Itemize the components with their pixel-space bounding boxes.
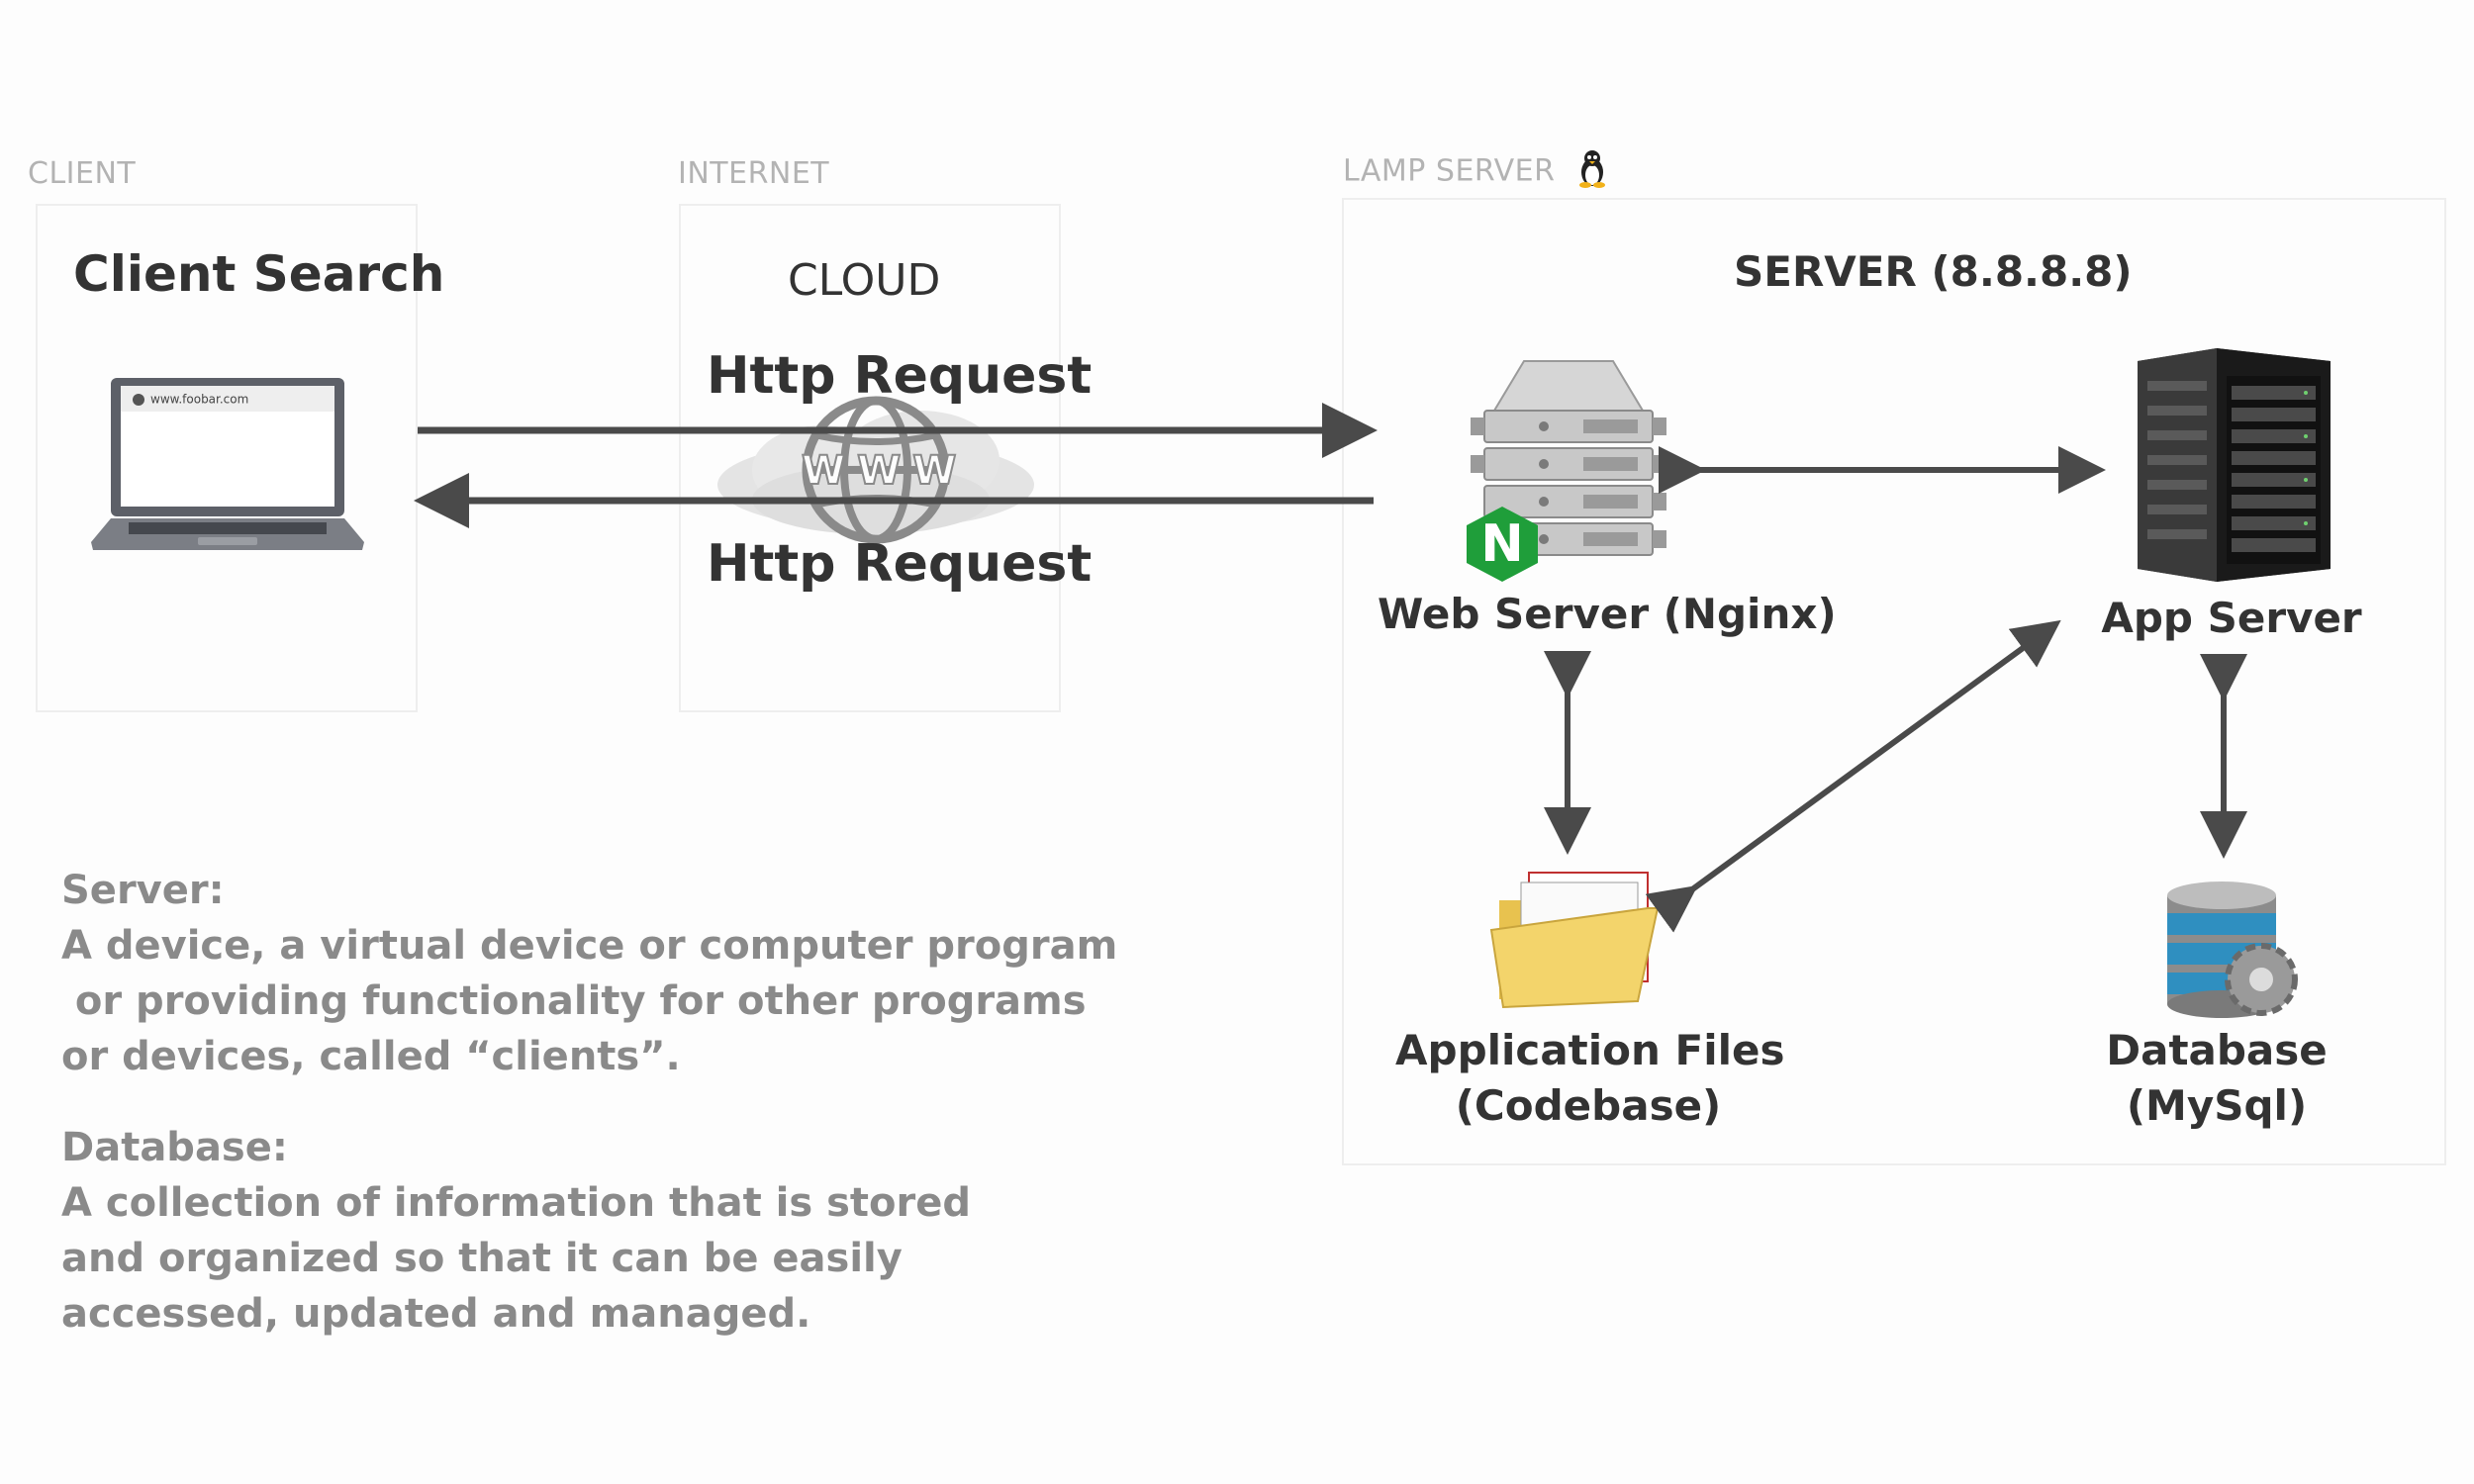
app-server-label: App Server <box>2101 594 2362 642</box>
browser-url-bar: www.foobar.com <box>133 392 331 410</box>
client-section-label: CLIENT <box>28 156 137 191</box>
server-description-title: Server: <box>61 868 225 913</box>
database-description-title: Database: <box>61 1125 288 1170</box>
server-description: Server: A device, a virtual device or co… <box>61 863 1117 1084</box>
server-description-line: or devices, called “clients”. <box>61 1034 681 1079</box>
nginx-logo-icon: N <box>1465 505 1540 584</box>
www-text: WWW <box>801 447 969 495</box>
folder-icon <box>1489 871 1663 1009</box>
server-description-line: or providing functionality for other pro… <box>61 978 1087 1024</box>
internet-section-label: INTERNET <box>678 156 830 191</box>
app-files-label: Application Files (Codebase) <box>1395 1023 1785 1134</box>
server-panel-title: SERVER (8.8.8.8) <box>1734 247 2133 296</box>
app-server-rack-icon <box>2118 346 2345 584</box>
nginx-letter: N <box>1480 514 1524 574</box>
globe-small-icon <box>133 393 144 406</box>
http-request-bottom-label: Http Request <box>707 534 1093 594</box>
client-panel-title: Client Search <box>73 245 445 303</box>
database-icon <box>2157 876 2306 1024</box>
database-label: Database (MySql) <box>2088 1023 2345 1134</box>
http-request-top-label: Http Request <box>707 346 1093 406</box>
database-description-line: A collection of information that is stor… <box>61 1180 972 1226</box>
browser-url-text: www.foobar.com <box>150 392 249 407</box>
lamp-section-text: LAMP SERVER <box>1343 153 1556 189</box>
database-label-line1: Database <box>2106 1026 2328 1074</box>
cloud-title: CLOUD <box>788 255 941 306</box>
database-description: Database: A collection of information th… <box>61 1120 971 1342</box>
database-description-line: and organized so that it can be easily <box>61 1236 903 1281</box>
app-files-label-line2: (Codebase) <box>1455 1081 1722 1130</box>
database-description-line: accessed, updated and managed. <box>61 1291 811 1337</box>
files-app-arrow <box>1645 619 2061 933</box>
app-files-label-line1: Application Files <box>1395 1026 1785 1074</box>
server-description-line: A device, a virtual device or computer p… <box>61 923 1118 969</box>
web-server-icon: N <box>1465 356 1672 582</box>
database-label-line2: (MySql) <box>2126 1081 2308 1130</box>
lamp-section-label: LAMP SERVER <box>1343 148 1609 196</box>
linux-penguin-icon <box>1575 148 1609 196</box>
laptop-icon: www.foobar.com <box>89 376 366 564</box>
